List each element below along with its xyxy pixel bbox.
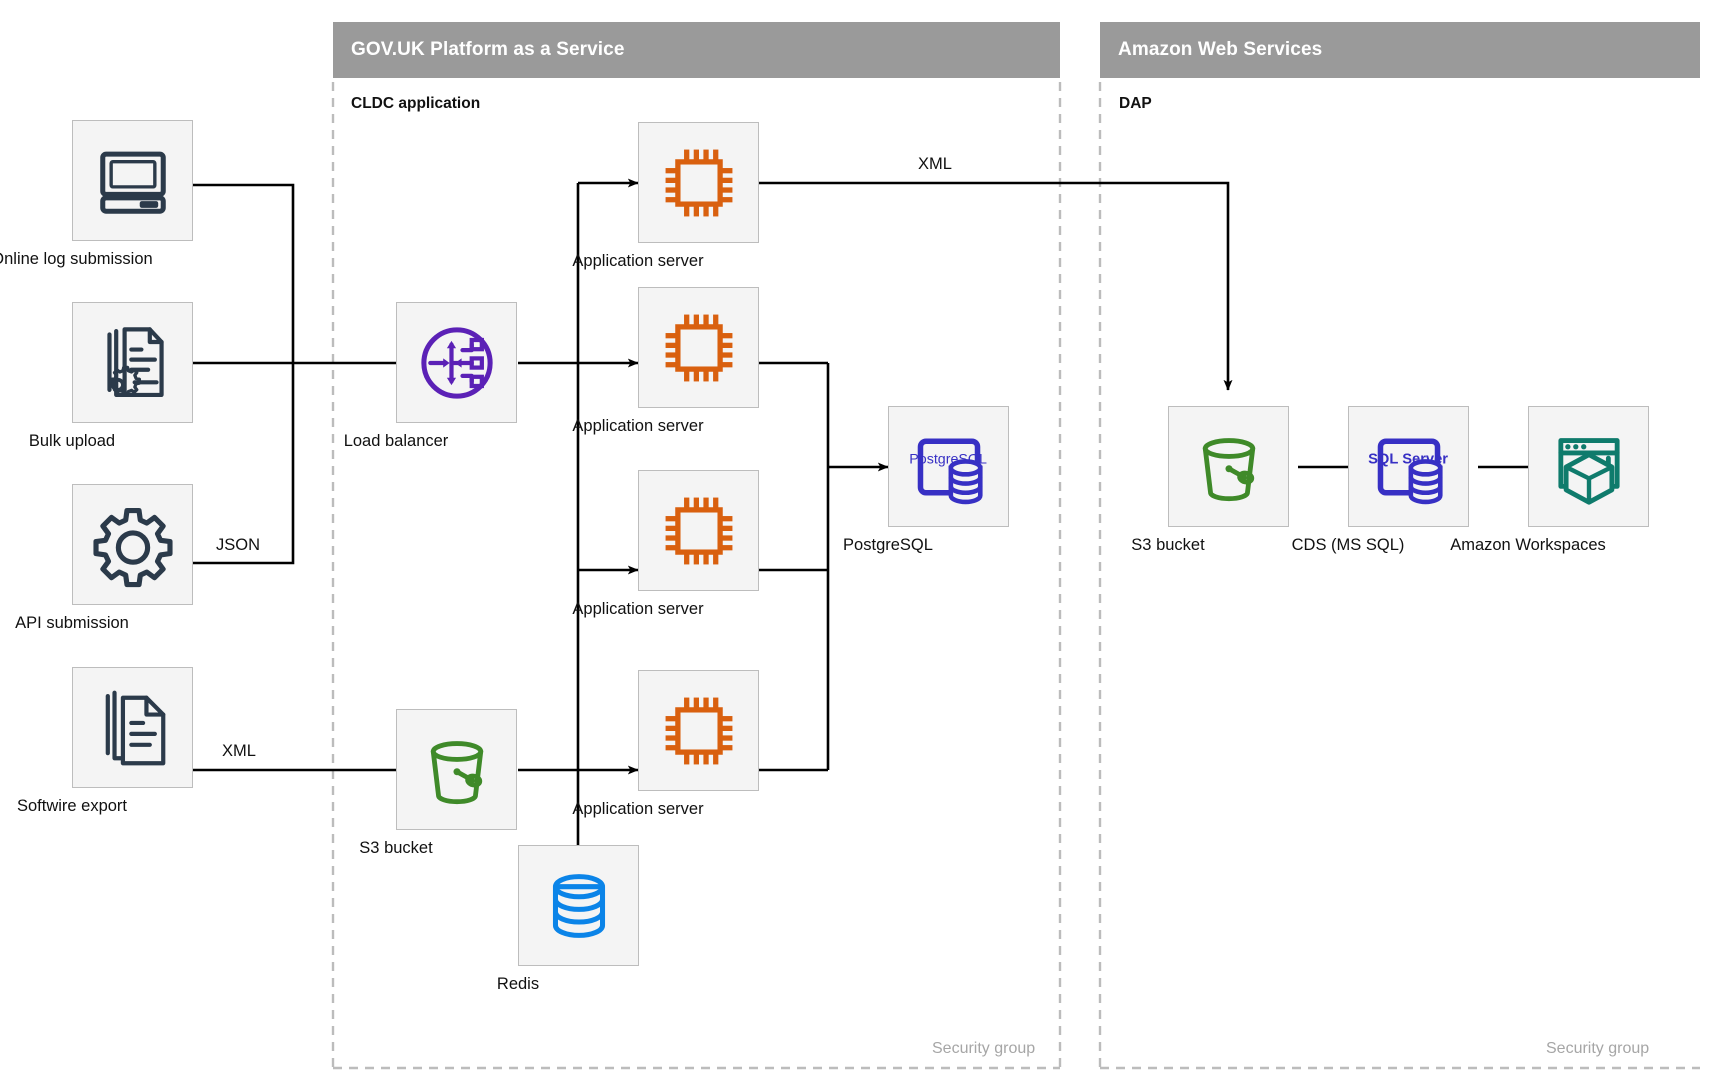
document-gear-icon [106,326,164,397]
edge-label-xml-softwire: XML [222,742,256,760]
postgresql-icon: PostgreSQL [909,437,986,504]
load-balancer-icon [420,326,493,399]
amazon-workspaces-box[interactable] [1528,406,1649,527]
redis-database-icon [552,873,605,938]
softwire-export-box[interactable] [72,667,193,788]
group-title-aws: Amazon Web Services [1118,39,1323,60]
workspaces-icon [1557,437,1620,505]
api-submission-label: API submission [15,614,129,632]
group-header-aws: Amazon Web Services [1100,22,1700,78]
online-log-submission-box[interactable] [72,120,193,241]
s3-bucket-aws-label: S3 bucket [1131,536,1205,554]
s3-bucket-paas-label: S3 bucket [359,839,433,857]
zone-label-dap: DAP [1119,95,1152,112]
security-group-label-aws: Security group [1546,1040,1650,1057]
group-title-paas: GOV.UK Platform as a Service [351,39,625,60]
bulk-upload-label: Bulk upload [28,432,116,450]
amazon-workspaces-label: Amazon Workspaces [1450,536,1606,554]
gear-icon [92,507,173,587]
app-server-2-box[interactable] [638,287,759,408]
documents-stack-icon [105,690,165,765]
app-server-2-label: Application server [572,417,704,435]
postgresql-box[interactable]: PostgreSQL [888,406,1009,527]
s3-bucket-icon [430,740,483,804]
app-server-4-label: Application server [572,800,704,818]
load-balancer-box[interactable] [396,302,517,423]
cds-ms-sql-box[interactable]: SQL Server [1348,406,1469,527]
aws-security-group-boundary [1098,82,1700,1070]
postgresql-label: PostgreSQL [843,536,933,554]
online-log-submission-label: Online log submission [0,250,153,268]
redis-label: Redis [496,975,540,993]
bulk-upload-box[interactable] [72,302,193,423]
zone-label-cldc-application: CLDC application [351,95,481,112]
cpu-chip-icon [665,697,732,764]
edge-label-json: JSON [216,536,261,554]
s3-bucket-paas-box[interactable] [396,709,517,830]
cpu-chip-icon [665,314,732,381]
app-server-3-label: Application server [572,600,704,618]
redis-box[interactable] [518,845,639,966]
security-group-label-paas: Security group [932,1040,1036,1057]
app-server-4-box[interactable] [638,670,759,791]
desktop-computer-icon [99,151,166,214]
s3-bucket-aws-box[interactable] [1168,406,1289,527]
edge-label-xml-dap: XML [918,155,952,173]
cpu-chip-icon [665,497,732,564]
load-balancer-label: Load balancer [343,432,449,450]
app-server-1-label: Application server [572,252,704,270]
paas-security-group-boundary [331,82,1062,1070]
cpu-chip-icon [665,149,732,216]
app-server-1-box[interactable] [638,122,759,243]
s3-bucket-icon [1202,437,1255,501]
softwire-export-label: Softwire export [16,797,128,815]
group-header-paas: GOV.UK Platform as a Service [333,22,1060,78]
app-server-3-box[interactable] [638,470,759,591]
api-submission-box[interactable] [72,484,193,605]
cds-ms-sql-label: CDS (MS SQL) [1291,536,1405,554]
sql-server-icon: SQL Server [1368,437,1448,504]
